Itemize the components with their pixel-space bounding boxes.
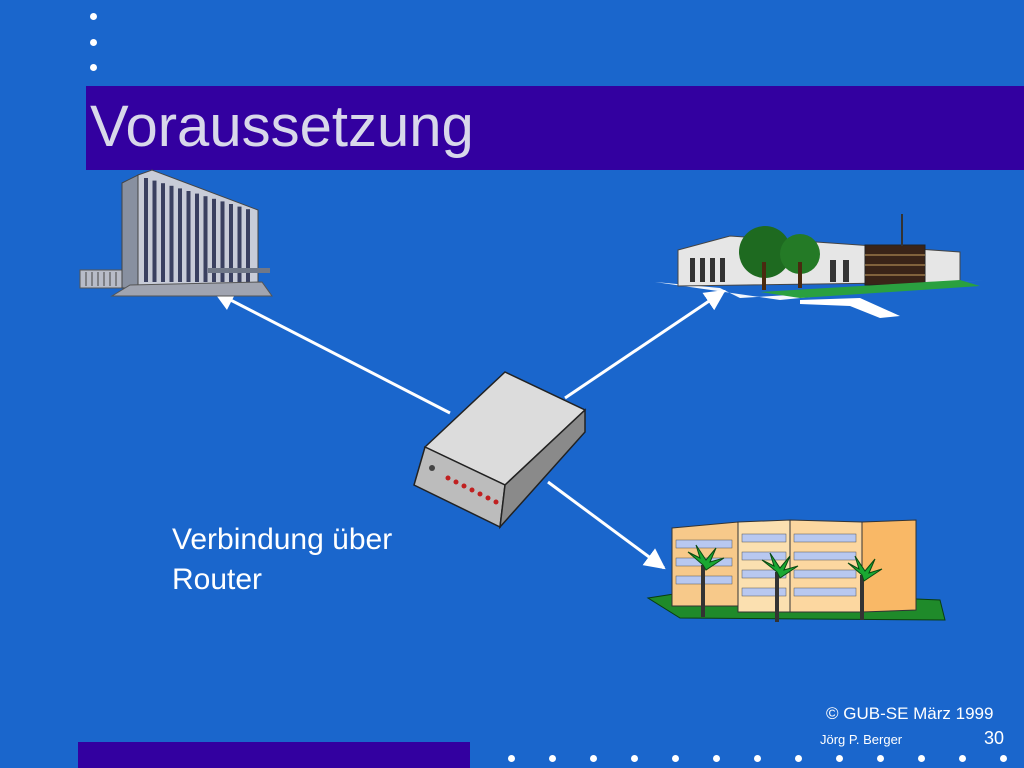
decor-dot (959, 755, 966, 762)
title-band (86, 86, 1024, 170)
tower-window-column (246, 209, 250, 282)
decor-dot (713, 755, 720, 762)
tower-window-column (178, 188, 182, 282)
author-name: Jörg P. Berger (820, 732, 903, 747)
tower-window-column (237, 206, 242, 282)
footer-band (78, 742, 470, 768)
copyright-notice: © GUB-SE März 1999 (826, 704, 994, 723)
decor-dot (90, 64, 97, 71)
decor-dot (549, 755, 556, 762)
tower-window-column (220, 201, 225, 282)
decor-dot (90, 39, 97, 46)
tower-window-column (152, 180, 157, 282)
decor-dot (877, 755, 884, 762)
tower-window-column (169, 185, 174, 282)
tower-window-column (229, 204, 233, 282)
decor-dot (672, 755, 679, 762)
connection-arrow-palm (547, 480, 666, 570)
tower-window-column (186, 191, 191, 282)
decor-dot (590, 755, 597, 762)
tower-window-column (144, 178, 148, 282)
office-tower-icon (79, 169, 273, 297)
router-icon (413, 371, 587, 530)
caption-line: Router (172, 563, 263, 596)
decor-dot (508, 755, 515, 762)
tower-window-column (195, 193, 199, 282)
campus-building-icon (655, 214, 985, 318)
connection-arrow-tower (213, 290, 451, 415)
palm-building-icon (646, 519, 946, 622)
tower-window-column (212, 198, 216, 282)
connection-arrow-campus (564, 289, 726, 400)
decor-dot (754, 755, 761, 762)
decor-dot (631, 755, 638, 762)
decor-dot (836, 755, 843, 762)
router-caption: Verbindung über Router (172, 520, 392, 600)
tower-window-column (161, 183, 165, 282)
decor-dot (918, 755, 925, 762)
slide-title: Voraussetzung (90, 94, 474, 159)
decor-dot (90, 13, 97, 20)
tower-window-column (203, 196, 208, 282)
page-number: 30 (984, 728, 1005, 748)
decor-dot (795, 755, 802, 762)
decor-dot (1000, 755, 1007, 762)
caption-line: Verbindung über (172, 523, 393, 556)
